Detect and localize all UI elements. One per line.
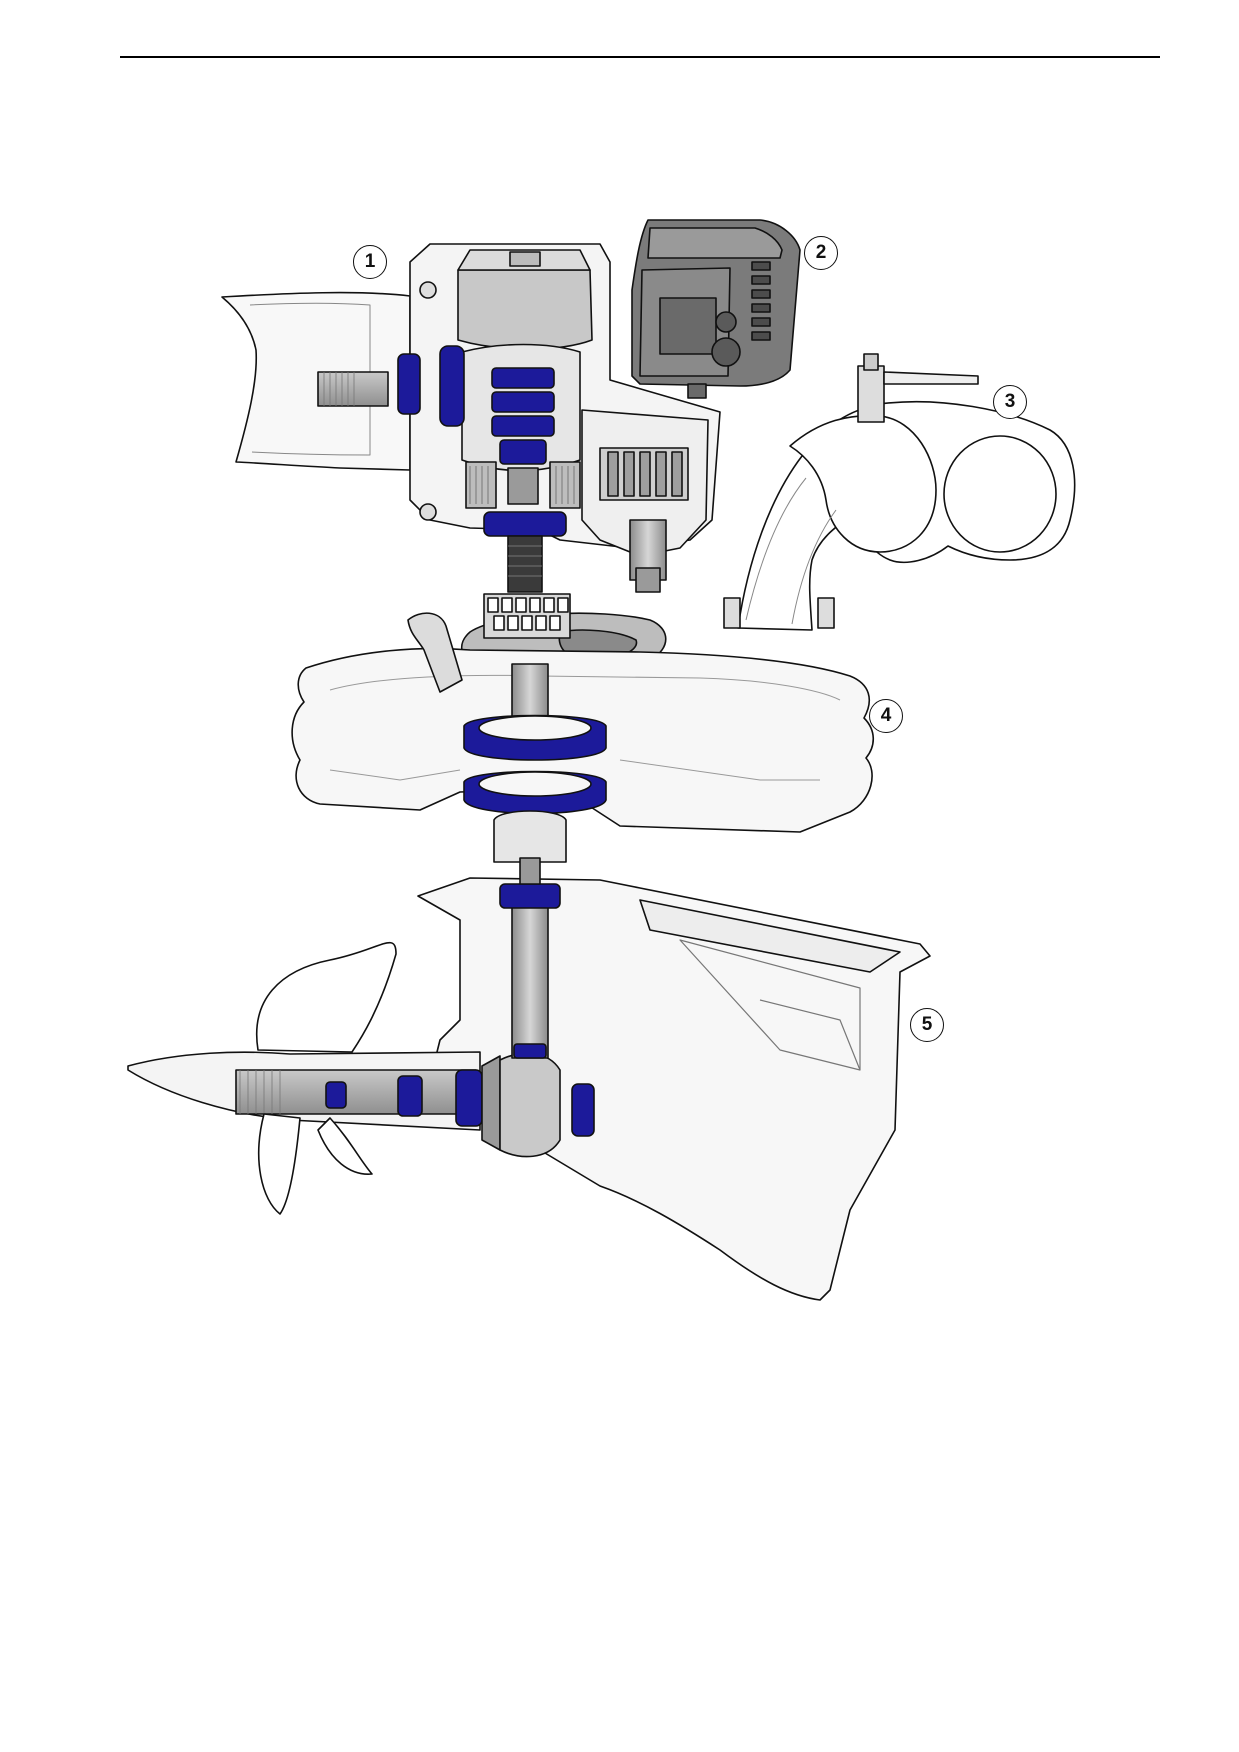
callout-3: 3 xyxy=(993,385,1027,419)
callout-5: 5 xyxy=(910,1008,944,1042)
mounting-plate xyxy=(291,593,875,833)
upper-gear-housing xyxy=(221,243,721,593)
lower-gearcase xyxy=(127,810,931,1301)
control-unit xyxy=(631,219,801,399)
callout-4: 4 xyxy=(869,699,903,733)
callout-2: 2 xyxy=(804,236,838,270)
callout-1: 1 xyxy=(353,245,387,279)
header-rule xyxy=(120,56,1160,58)
exhaust-elbow xyxy=(723,353,1076,631)
